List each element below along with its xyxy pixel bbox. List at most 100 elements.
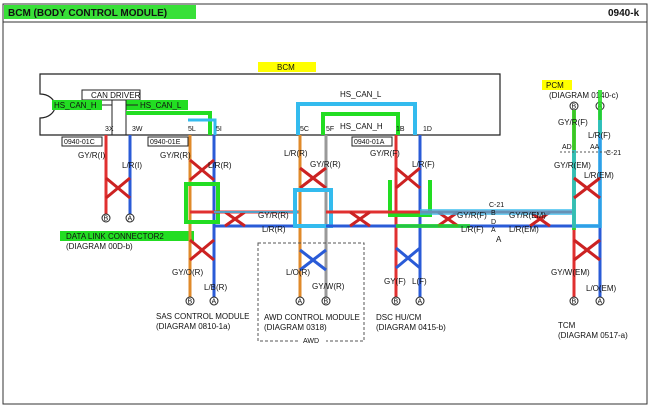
pcm-wire-label-1: GY/R(F) <box>558 118 588 127</box>
bcm-blue-trace-2 <box>296 102 417 135</box>
sas-wire-label-4: L/B(R) <box>204 283 227 292</box>
dsc-pin-b <box>391 296 401 306</box>
page-code: 0940-k <box>608 8 640 19</box>
c21-top-label: C-21 <box>489 202 504 209</box>
sas-green-loop <box>184 182 220 224</box>
tcm-pin-a <box>595 296 605 306</box>
c21-a: A <box>491 227 496 234</box>
pin-1b: 1B <box>396 126 405 133</box>
sas-wire-label-1: GY/R(R) <box>160 151 191 160</box>
sas-pin-a-label: A <box>212 299 217 306</box>
awd-twist-1 <box>299 166 327 190</box>
awd-wire-label-3: L/O(R) <box>286 268 310 277</box>
pcm-wire-label-4: L/R(EM) <box>584 171 614 180</box>
connector-01c-box <box>61 136 103 147</box>
bus-label-gyr: GY/R(R) <box>258 211 289 220</box>
c21-b: B <box>491 210 496 217</box>
pin-5l: 5L <box>188 126 196 133</box>
sas-pin-a <box>209 296 219 306</box>
hs-can-h-left-highlight <box>52 100 102 110</box>
dsc-pin-a-label: A <box>418 299 423 306</box>
connector-01a: 0940-01A <box>354 139 385 146</box>
bus-twist-2 <box>349 210 371 228</box>
connector-01e-box <box>147 136 189 147</box>
awd-ref: (DIAGRAM 0318) <box>264 323 327 332</box>
awd-box-label-bg <box>300 336 326 345</box>
connector-01a-box <box>351 136 393 147</box>
connector-01e: 0940-01E <box>150 139 181 146</box>
awd-blue-loop <box>293 188 333 228</box>
bcm-green-trace-1 <box>126 111 212 135</box>
pcm-aa: AA <box>590 144 600 151</box>
tcm-wire-label-1: GY/W(EM) <box>551 268 590 277</box>
awd-wire-label-2: GY/R(R) <box>310 160 341 169</box>
pcm-ad: AD <box>562 144 572 151</box>
dsc-wire-label-4: L(F) <box>412 277 427 286</box>
pcm-c21: C-21 <box>606 150 621 157</box>
pcm-twist-1 <box>573 176 601 200</box>
sas-twist-1 <box>189 158 215 182</box>
pcm-blue-highlight <box>572 120 602 228</box>
hs-can-h-mid-bg <box>338 121 386 131</box>
can-driver-box <box>81 89 141 101</box>
dsc-ref: (DIAGRAM 0415-b) <box>376 323 446 332</box>
awd-box-label: AWD <box>303 338 319 345</box>
dlc-title-highlight <box>60 231 194 241</box>
dsc-pin-b-label: B <box>394 299 399 306</box>
awd-title: AWD CONTROL MODULE <box>264 313 360 322</box>
hs-can-h-left-label: HS_CAN_H <box>54 101 97 110</box>
dlc-pin-a <box>125 213 135 223</box>
c21-label-gyrem: GY/R(EM) <box>509 211 546 220</box>
dsc-title: DSC HU/CM <box>376 313 422 322</box>
pcm-pin-b-label: B <box>572 104 577 111</box>
pcm-title-highlight <box>542 80 572 90</box>
sas-ref: (DIAGRAM 0810-1a) <box>156 322 231 331</box>
awd-wire-label-1: L/R(R) <box>284 149 308 158</box>
dlc-pin-a-label: A <box>128 216 133 223</box>
page-frame <box>2 3 648 405</box>
pin-1d: 1D <box>423 126 432 133</box>
pcm-wire-label-3: GY/R(EM) <box>554 161 591 170</box>
pin-3x: 3X <box>105 126 114 133</box>
tcm-wire-label-2: L/O(EM) <box>586 284 617 293</box>
dsc-twist-1 <box>395 166 421 190</box>
bcm-label-highlight <box>258 62 316 72</box>
pin-5f: 5F <box>326 126 334 133</box>
c21-label-gyrf: GY/R(F) <box>457 211 487 220</box>
dsc-wire-label-3: GY(F) <box>384 277 406 286</box>
dlc-wire-label-2: L/R(I) <box>122 161 142 170</box>
pcm-wire-label-2: L/R(F) <box>588 131 611 140</box>
dsc-green-loop <box>388 180 432 217</box>
c21-bottom-a: A <box>496 235 502 244</box>
hs-can-h-mid-label: HS_CAN_H <box>340 122 383 131</box>
dsc-wire-label-2: L/R(F) <box>412 160 435 169</box>
dlc-twist <box>105 176 131 200</box>
pcm-green-highlight <box>572 90 602 230</box>
c21-d: D <box>491 219 496 226</box>
bcm-green-trace-2 <box>321 112 400 135</box>
hs-can-l-left-highlight <box>126 100 188 110</box>
dlc-pin-b-label: B <box>104 216 109 223</box>
sas-wire-label-2: L/R(R) <box>208 161 232 170</box>
bcm-blue-trace-1 <box>188 118 217 135</box>
sas-title: SAS CONTROL MODULE <box>156 312 250 321</box>
dsc-twist-2 <box>395 246 421 270</box>
awd-pin-a-label: A <box>298 299 303 306</box>
tcm-pin-b <box>569 296 579 306</box>
sas-wire-label-3: GY/O(R) <box>172 268 203 277</box>
awd-twist-2 <box>299 248 327 272</box>
can-driver-label: CAN DRIVER <box>91 91 141 100</box>
tcm-pin-a-label: A <box>598 299 603 306</box>
awd-pin-b <box>321 296 331 306</box>
c21-label-lrf: L/R(F) <box>461 225 484 234</box>
dlc-ref: (DIAGRAM 00D-b) <box>66 242 133 251</box>
sas-twist-2 <box>189 238 215 262</box>
tcm-pin-b-label: B <box>572 299 577 306</box>
bus-label-lr: L/R(R) <box>262 225 286 234</box>
sas-pin-b <box>185 296 195 306</box>
bcm-label: BCM <box>277 63 295 72</box>
dlc-pin-b <box>101 213 111 223</box>
bus-twist-1 <box>224 210 246 228</box>
connector-01c: 0940-01C <box>64 139 95 146</box>
